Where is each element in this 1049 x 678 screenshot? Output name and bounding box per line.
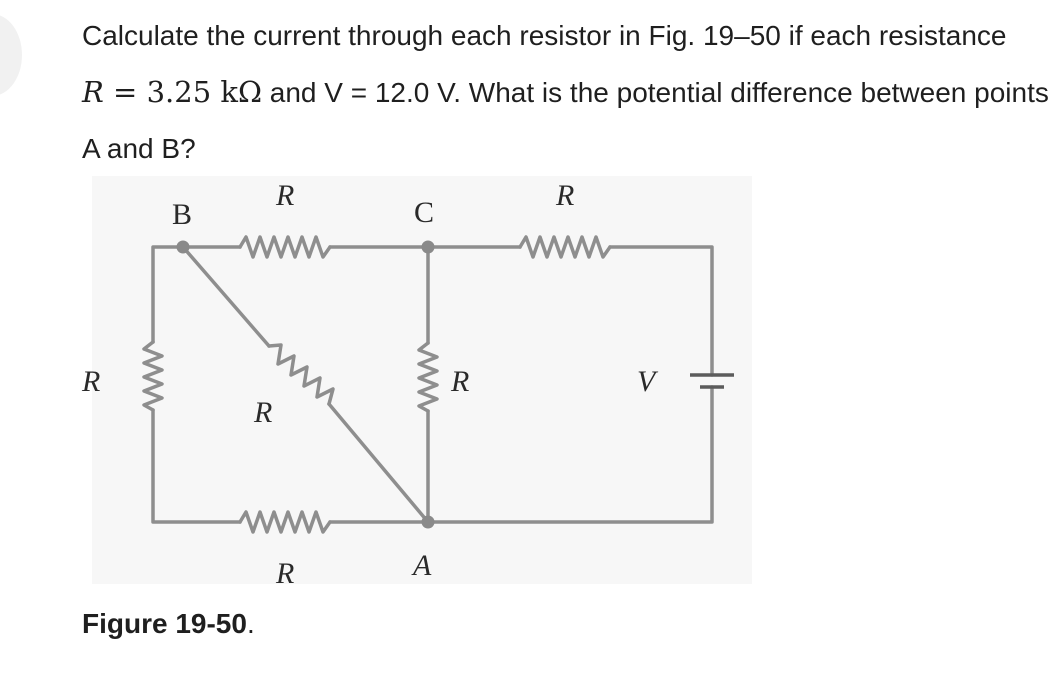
node-b-dot: [176, 240, 190, 254]
wire-top-right-down: [608, 245, 714, 377]
resistor-diag-label: R: [253, 396, 272, 429]
resistor-bottom-label: R: [275, 557, 294, 590]
resistor-top-left-label: R: [275, 179, 294, 212]
battery: [690, 373, 734, 389]
node-c-label: C: [414, 196, 434, 229]
battery-label: V: [637, 365, 659, 398]
node-b-label: B: [172, 198, 192, 231]
resistance-equation: R = 3.25 kΩ: [82, 75, 262, 109]
resistor-left-label: R: [81, 365, 100, 398]
node-c-dot: [421, 240, 435, 254]
question-line-2: R = 3.25 kΩ and V = 12.0 V. What is the …: [82, 64, 1049, 121]
figure-caption: Figure 19-50.: [82, 608, 255, 640]
resistor-top-right: [518, 235, 612, 259]
question-line-2-rest: and V = 12.0 V. What is the potential di…: [261, 77, 1049, 108]
figure-caption-period: .: [246, 608, 255, 639]
question-line-1: Calculate the current through each resis…: [82, 20, 1007, 51]
resistor-left: [142, 340, 164, 412]
wire-battery-down: [426, 385, 714, 524]
question-text: Calculate the current through each resis…: [82, 8, 1049, 177]
resistor-middle-label: R: [450, 365, 469, 398]
resistor-bottom: [238, 510, 332, 534]
wire-left-bottom: [151, 408, 242, 524]
node-a-dot: [421, 515, 435, 529]
resistance-symbol: R: [82, 75, 104, 109]
question-line-3: A and B?: [82, 133, 196, 164]
node-a-label: A: [411, 549, 432, 582]
wire-diag-lower: [327, 402, 430, 524]
wire-left-top: [151, 245, 185, 344]
resistor-top-right-label: R: [555, 179, 574, 212]
resistor-diag: [267, 343, 335, 406]
circuit-diagram: B C A R R R R R R V: [81, 176, 752, 590]
figure-caption-title: Figure 19-50: [82, 608, 247, 639]
circuit-wires: [142, 235, 714, 534]
resistance-value: = 3.25 kΩ: [103, 75, 262, 109]
resistor-middle: [417, 341, 439, 413]
resistor-top-left: [238, 235, 332, 259]
wire-diag-upper: [181, 245, 271, 348]
decorative-circle: [0, 14, 22, 96]
